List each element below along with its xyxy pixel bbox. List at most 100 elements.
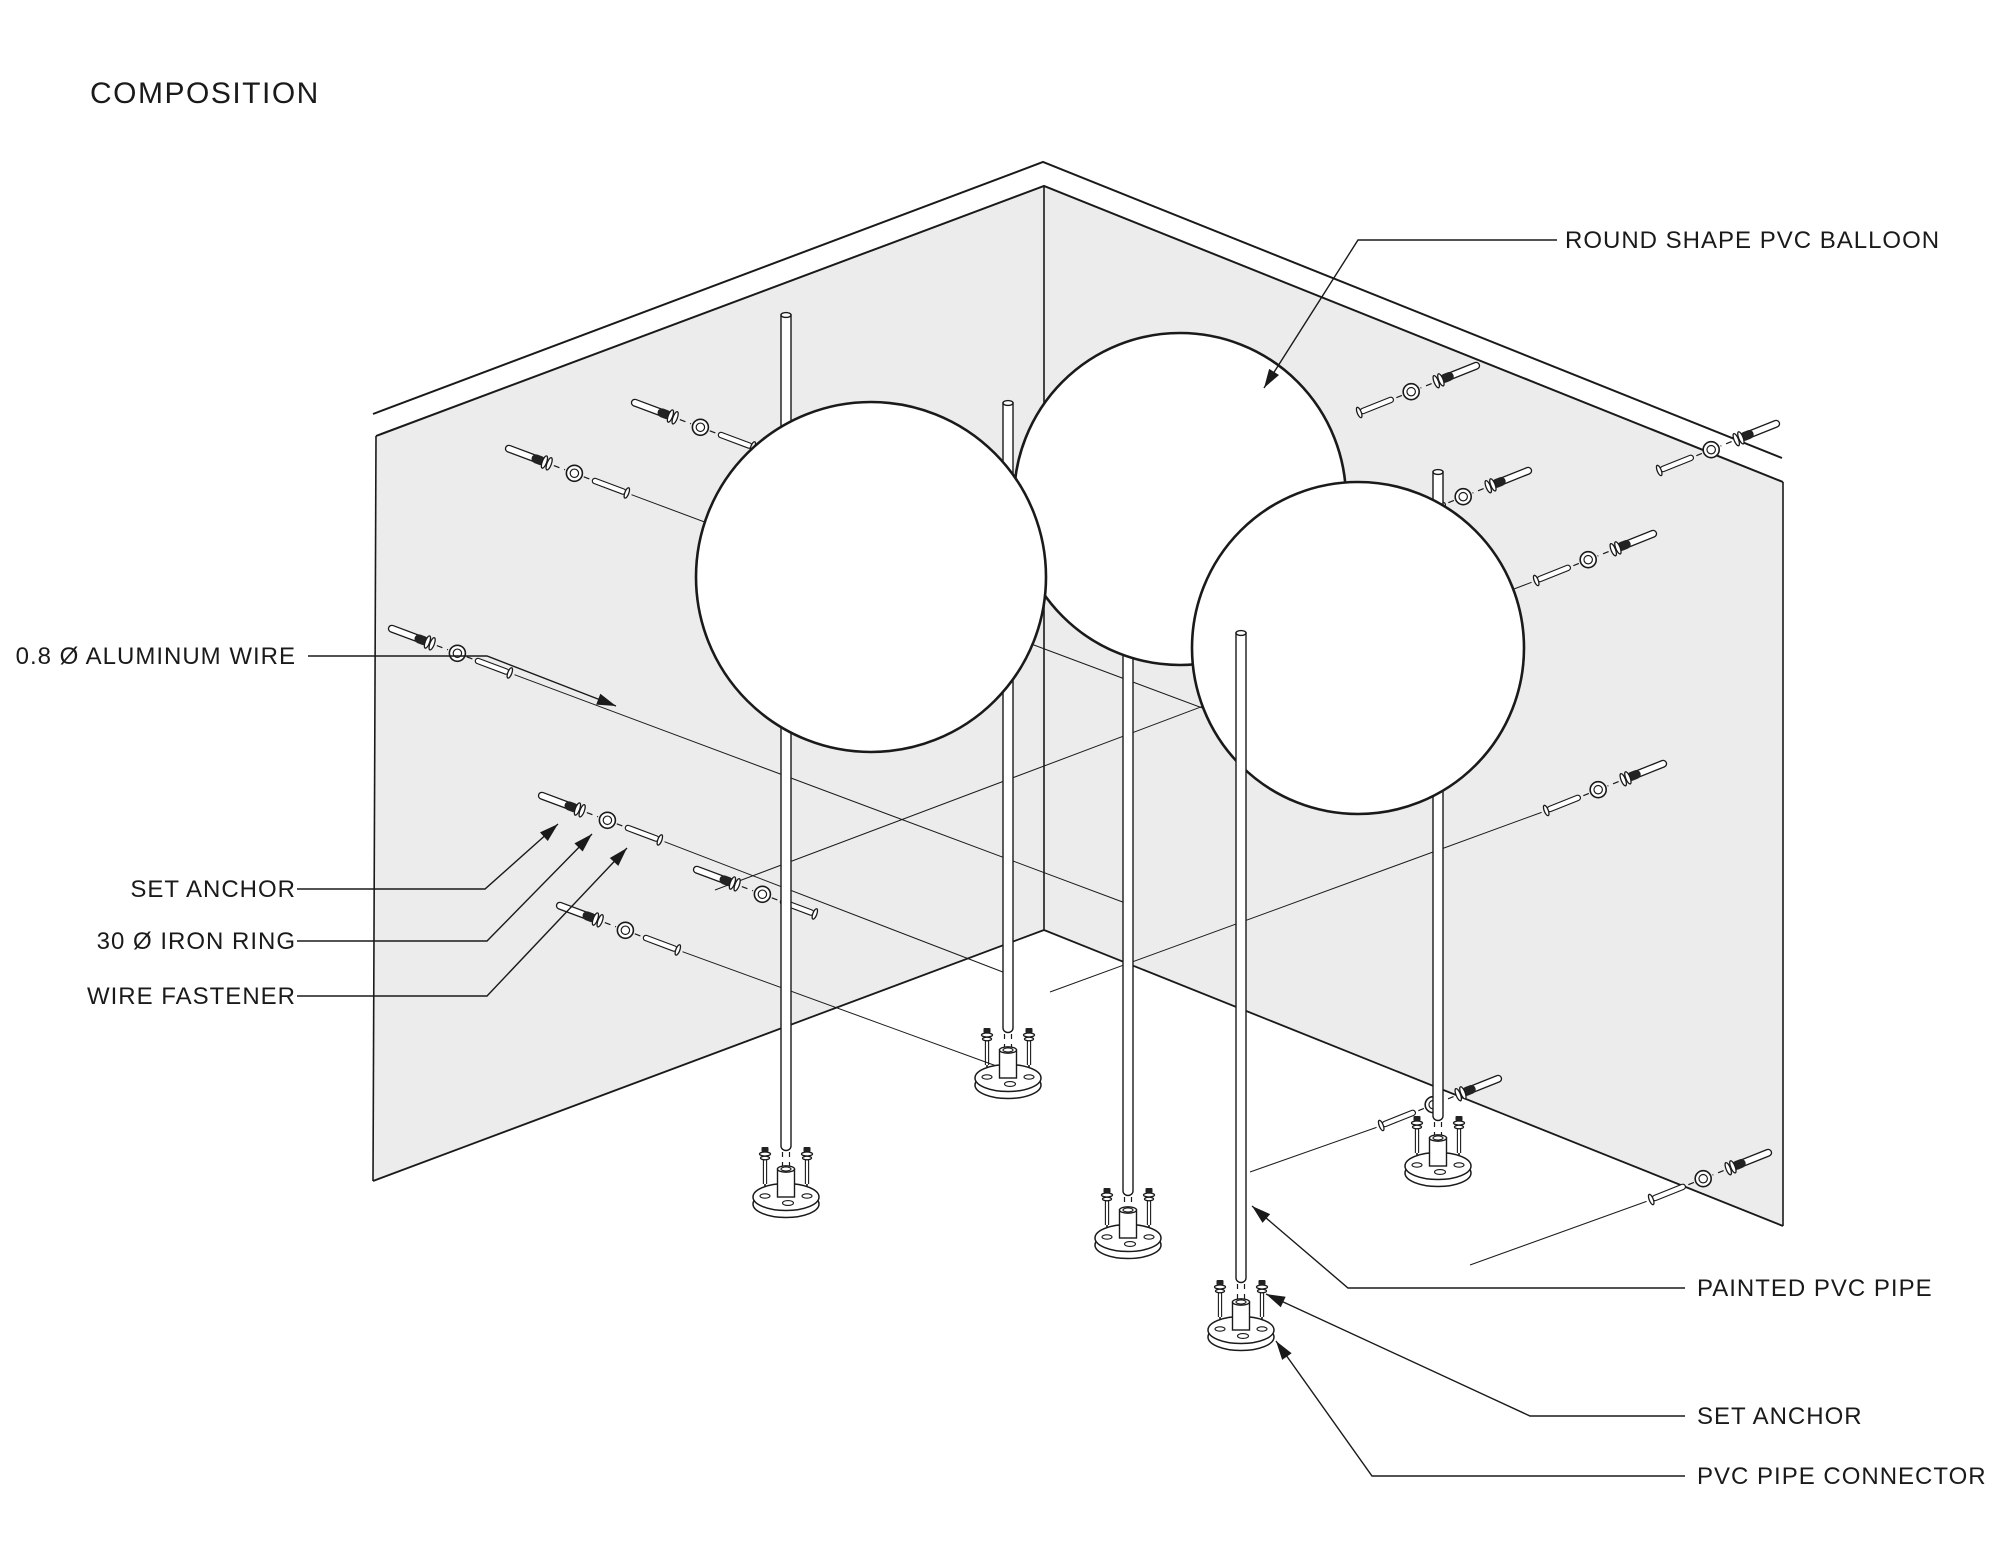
- base-bolt-washer: [980, 1032, 994, 1038]
- anchor-assembly: [692, 865, 819, 920]
- base-bolt-nut: [1216, 1280, 1224, 1285]
- aluminum-wire: [514, 674, 1129, 905]
- anchor-nut: [1492, 477, 1506, 488]
- label-aluminum-wire: 0.8 Ø ALUMINUM WIRE: [16, 643, 296, 670]
- balloons-layer: [694, 331, 1526, 816]
- leader-arrowhead: [1266, 1294, 1286, 1308]
- anchor-nut: [1732, 1159, 1746, 1170]
- leader-aluminum_wire: [308, 655, 617, 707]
- pipe-4: [1207, 629, 1275, 1352]
- pipe-top-cap: [1432, 468, 1444, 476]
- flange-hole: [1453, 1162, 1465, 1168]
- leader-arrowhead: [574, 834, 592, 852]
- anchor-washer: [1454, 1087, 1463, 1102]
- anchor-nut: [1617, 540, 1631, 551]
- base-bolt-washer: [800, 1151, 814, 1157]
- label-round-shape-pvc-balloon: ROUND SHAPE PVC BALLOON: [1565, 227, 1940, 254]
- aluminum-wire: [1249, 1126, 1377, 1173]
- anchor-assembly: [504, 444, 631, 499]
- flange-hole: [1433, 1169, 1447, 1175]
- pipe-base: [752, 1147, 820, 1219]
- flange-hole: [781, 1200, 795, 1206]
- anchor-washer: [1732, 432, 1741, 447]
- label-set-anchor-floor: SET ANCHOR: [1697, 1403, 1863, 1430]
- base-bolt-nut: [1103, 1188, 1111, 1193]
- flange-hole: [1143, 1234, 1155, 1240]
- anchor-nut: [1627, 770, 1641, 781]
- leader-pipe_connector: [1275, 1340, 1685, 1477]
- anchor-nut: [1740, 430, 1754, 441]
- base-bolt-washer: [1213, 1284, 1227, 1290]
- base-bolt-washer: [1100, 1192, 1114, 1198]
- anchor-nut: [1462, 1085, 1476, 1096]
- flange-hole: [1411, 1162, 1423, 1168]
- base-bolt-nut: [761, 1147, 769, 1152]
- anchor-nut: [564, 801, 579, 813]
- wall-top-outer-edge: [372, 160, 1783, 459]
- anchor-washer: [545, 457, 553, 471]
- base-bolt-nut: [1258, 1280, 1266, 1285]
- anchor-assembly: [1355, 361, 1481, 419]
- pipe-base: [1207, 1280, 1275, 1352]
- flange-hole: [759, 1193, 771, 1199]
- aluminum-wire: [682, 951, 1003, 1069]
- base-bolt-nut: [1455, 1116, 1463, 1121]
- flange-hole: [1123, 1241, 1137, 1247]
- labels-layer: COMPOSITION ROUND SHAPE PVC BALLOON 0.8 …: [16, 77, 1987, 1490]
- pvc-pipe-connector: [776, 1168, 796, 1198]
- flange-hole: [1101, 1234, 1113, 1240]
- pvc-pipe-connector: [1231, 1301, 1251, 1331]
- leader-arrowhead: [1264, 368, 1279, 388]
- anchor-nut: [719, 875, 734, 887]
- label-wire-fastener: WIRE FASTENER: [87, 983, 296, 1010]
- anchor-nut: [414, 634, 429, 646]
- anchor-assembly: [387, 624, 514, 679]
- leader-balloon: [1263, 239, 1557, 389]
- flange-hole: [1214, 1326, 1226, 1332]
- base-bolt-washer: [1142, 1192, 1156, 1198]
- leader-set_anchor_wall: [297, 823, 559, 890]
- leader-arrowhead: [609, 848, 627, 866]
- anchor-washer: [1724, 1161, 1733, 1176]
- anchor-washer: [1609, 542, 1618, 557]
- anchor-washer: [1484, 479, 1493, 494]
- flange-hole: [1003, 1081, 1017, 1087]
- anchor-nut: [582, 911, 597, 923]
- pipe-base: [974, 1028, 1042, 1100]
- leader-arrowhead: [1252, 1206, 1271, 1223]
- flange-hole: [1236, 1333, 1250, 1339]
- anchor-assembly: [1542, 759, 1668, 817]
- aluminum-wire: [1469, 1200, 1647, 1266]
- anchor-assembly: [1655, 419, 1781, 477]
- base-bolt-washer: [758, 1151, 772, 1157]
- anchor-assembly: [555, 901, 682, 956]
- base-bolt-washer: [1410, 1120, 1424, 1126]
- balloon-left: [694, 400, 1048, 754]
- pipe-top-cap: [780, 311, 792, 319]
- leader-pvc_pipe: [1251, 1205, 1685, 1289]
- base-bolt-nut: [1413, 1116, 1421, 1121]
- anchor-washer: [596, 914, 604, 928]
- anchor-washer: [733, 878, 741, 892]
- flange-hole: [981, 1074, 993, 1080]
- wall-floor-edge: [372, 929, 1784, 1227]
- pipes-front-layer: [1207, 629, 1275, 1352]
- anchor-assembly: [1532, 529, 1658, 587]
- pipe-top-cap: [1002, 399, 1014, 407]
- base-bolt-washer: [1452, 1120, 1466, 1126]
- pvc-pipe-connector: [1428, 1137, 1448, 1167]
- anchor-assembly: [1377, 1074, 1503, 1132]
- anchor-assembly: [537, 791, 664, 846]
- anchor-nut: [657, 408, 672, 420]
- base-bolt-nut: [803, 1147, 811, 1152]
- painted-pvc-pipe: [1235, 632, 1247, 1284]
- anchor-nut: [531, 454, 546, 466]
- base-bolt-nut: [1145, 1188, 1153, 1193]
- label-pvc-pipe-connector: PVC PIPE CONNECTOR: [1697, 1463, 1987, 1490]
- balloon-right: [1190, 480, 1526, 816]
- anchor-washer: [578, 804, 586, 818]
- anchor-assembly: [1647, 1148, 1773, 1206]
- leader-iron_ring: [297, 833, 593, 942]
